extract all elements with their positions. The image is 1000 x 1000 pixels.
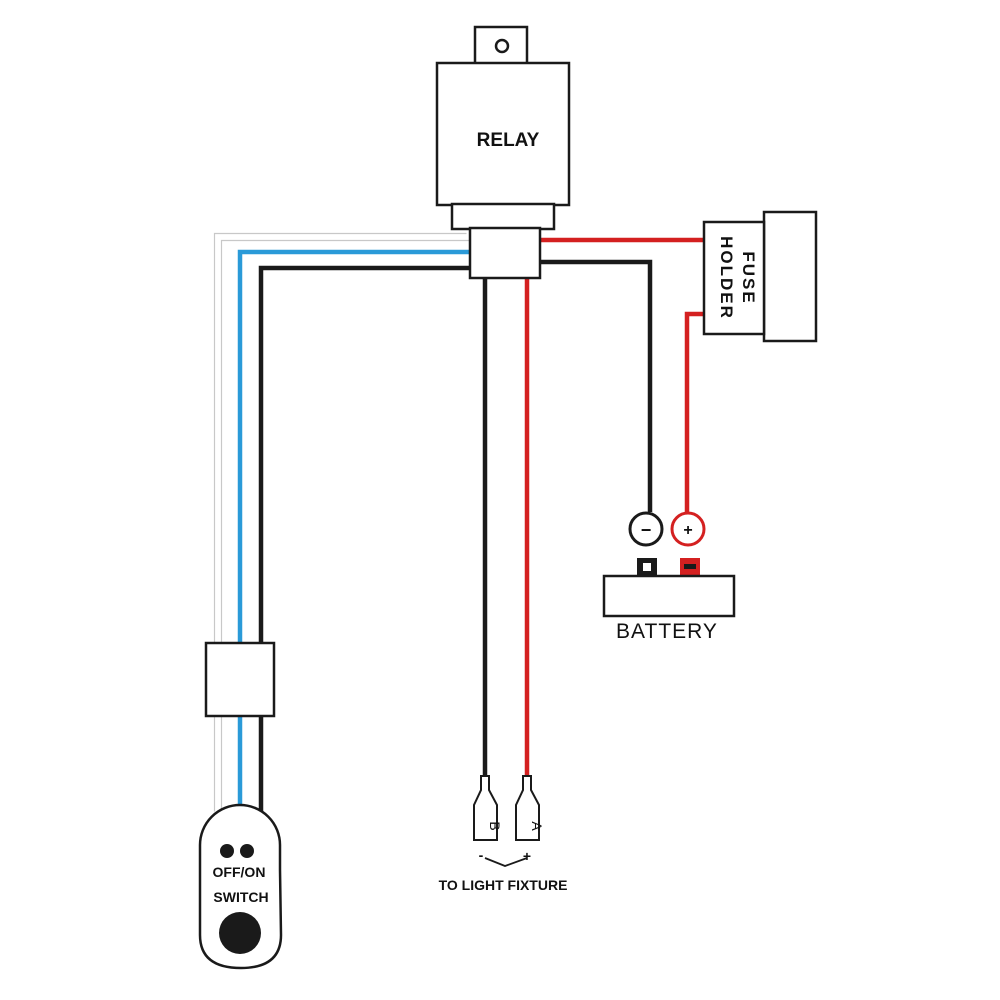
terminal-a: A [515,775,545,841]
red-wire-battery [684,311,704,512]
relay-mount-hole [494,38,510,54]
switch-indicator-left [220,844,234,858]
switch-label-switch: SWITCH [213,889,268,905]
relay-connector [468,226,542,280]
white-wire [213,232,474,819]
off-on-switch: OFF/ON SWITCH [198,803,283,970]
fuse-holder: FUSE HOLDER [702,210,818,343]
fuse-holder-body [702,220,766,336]
switch-button [219,912,261,954]
harness-connector [204,641,276,718]
battery-label: BATTERY [616,620,718,643]
terminal-a-sign: + [523,848,531,864]
fuse-holder-label-line1: FUSE [739,251,758,304]
terminal-b-sign: - [479,847,484,863]
battery-body [602,574,736,618]
relay-body [435,61,571,207]
blue-wire [237,249,470,815]
fuse-holder-label-line2: HOLDER [717,236,736,320]
terminal-b-label: B [487,821,503,830]
relay-base [450,202,556,231]
battery-positive-symbol: + [683,522,692,539]
switch-label-offon: OFF/ON [213,864,266,880]
battery: − + BATTERY [602,511,736,643]
switch-indicator-right [240,844,254,858]
fuse-holder-cap [762,210,818,343]
light-fixture-label: TO LIGHT FIXTURE [439,877,568,893]
battery-negative-marker [628,511,664,547]
terminal-b: B [473,775,503,841]
black-wire-switch [258,265,470,815]
battery-positive-marker [670,511,706,547]
relay: RELAY [435,25,571,280]
battery-negative-symbol: − [641,520,652,540]
terminal-a-label: A [529,821,545,831]
fixture-brace [484,857,528,867]
relay-label: RELAY [477,130,540,151]
black-wire-battery [540,259,653,512]
